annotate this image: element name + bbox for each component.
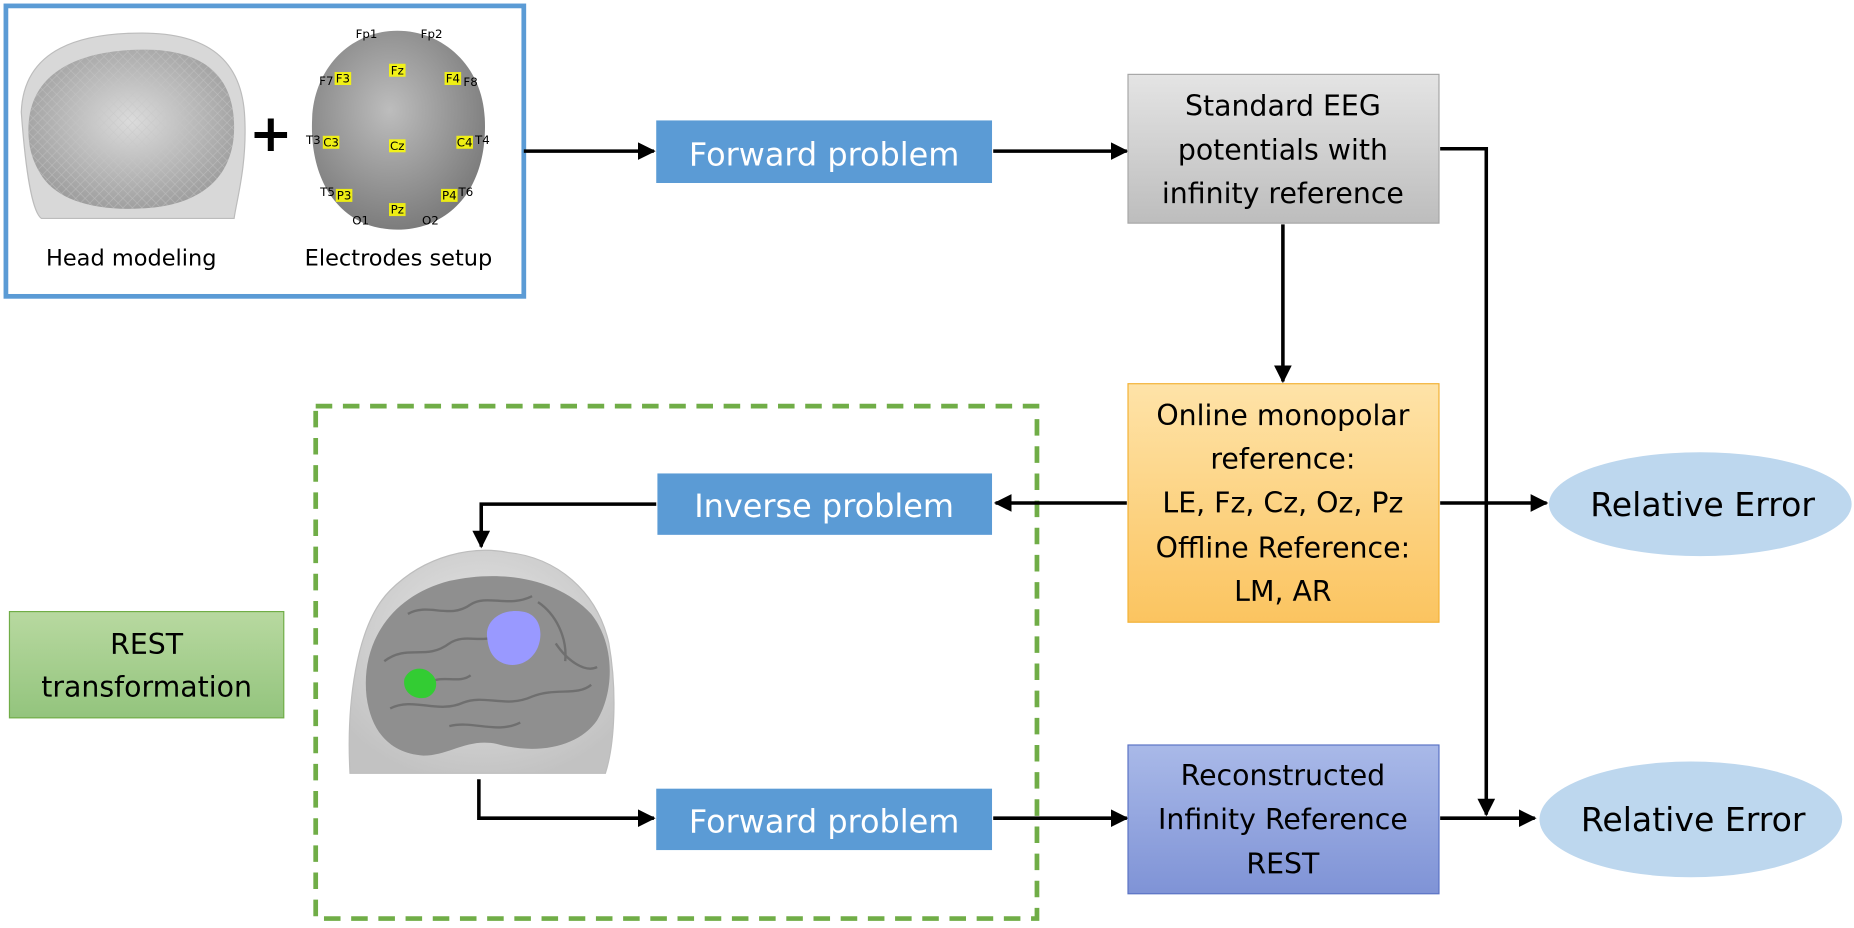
electrode-label-t3: T3 (305, 133, 321, 147)
relative-error-top-ellipse: Relative Error (1548, 452, 1852, 557)
online-ref-line-5: LM, AR (1234, 575, 1331, 608)
forward-problem-top-label: Forward problem (689, 135, 960, 173)
electrode-label-f3: F3 (336, 72, 350, 86)
electrode-label-t6: T6 (457, 185, 473, 199)
online-ref-line-4: Offline Reference: (1156, 531, 1410, 564)
electrode-label-o2: O2 (422, 213, 439, 227)
electrode-label-p3: P3 (337, 189, 352, 203)
electrodes-setup-caption: Electrodes setup (305, 246, 493, 272)
standard-eeg-line-1: Standard EEG (1185, 90, 1381, 123)
electrode-label-f8: F8 (463, 75, 477, 89)
electrode-label-c3: C3 (323, 135, 339, 149)
forward-problem-bottom-label: Forward problem (689, 802, 960, 840)
electrode-marker-p3 (335, 188, 353, 202)
electrode-label-fp1: Fp1 (356, 27, 378, 41)
electrode-marker-c3 (322, 135, 340, 149)
online-ref-line-1: Online monopolar (1156, 399, 1409, 432)
electrode-label-p4: P4 (442, 189, 457, 203)
electrode-marker-fz (389, 63, 406, 77)
electrode-label-f7: F7 (319, 74, 333, 88)
reconstructed-line-1: Reconstructed (1181, 759, 1386, 792)
head-model-image (20, 32, 246, 220)
electrode-label-fp2: Fp2 (421, 27, 443, 41)
arrow-standard-to-bottom-error (1440, 146, 1496, 817)
electrode-marker-f3 (334, 72, 352, 86)
connectors (472, 142, 1549, 828)
forward-problem-top-box: Forward problem (656, 120, 993, 184)
electrode-marker-cz (389, 139, 406, 153)
brain-model-image (348, 549, 615, 774)
plus-sign: + (249, 104, 293, 164)
inverse-problem-box: Inverse problem (657, 473, 993, 535)
online-reference-box: Online monopolar reference: LE, Fz, Cz, … (1127, 383, 1440, 623)
reconstructed-rest-box: Reconstructed Infinity Reference REST (1127, 744, 1440, 895)
standard-eeg-box: Standard EEG potentials with infinity re… (1127, 73, 1440, 224)
electrode-marker-p4 (441, 188, 458, 202)
electrode-label-o1: O1 (352, 213, 369, 227)
online-ref-line-2: reference: (1210, 443, 1355, 476)
arrow-brain-to-forward (477, 779, 656, 828)
head-modeling-caption: Head modeling (46, 246, 217, 272)
arrow-inverse-to-brain (472, 502, 657, 549)
reconstructed-line-2: Infinity Reference (1158, 803, 1408, 836)
rest-transformation-line-1: REST (110, 628, 184, 661)
electrode-label-f4: F4 (446, 72, 460, 86)
rest-transformation-line-2: transformation (41, 671, 252, 704)
rest-transformation-box: REST transformation (8, 610, 285, 719)
relative-error-top-label: Relative Error (1590, 485, 1815, 524)
reconstructed-line-3: REST (1246, 848, 1320, 881)
electrode-label-cz: Cz (390, 139, 404, 153)
electrode-marker-c4 (456, 135, 473, 149)
electrode-marker-pz (389, 203, 406, 217)
electrode-label-t5: T5 (319, 185, 335, 199)
electrode-label-pz: Pz (391, 203, 404, 217)
standard-eeg-line-2: potentials with (1178, 133, 1388, 166)
forward-problem-bottom-box: Forward problem (656, 788, 993, 851)
relative-error-bottom-ellipse: Relative Error (1539, 761, 1843, 878)
relative-error-bottom-label: Relative Error (1581, 800, 1806, 839)
electrode-marker-f4 (444, 72, 462, 86)
rest-region-dashed-box (313, 403, 1040, 921)
electrode-label-fz: Fz (391, 63, 404, 77)
brain-blue-region (486, 610, 541, 665)
electrode-label-c4: C4 (457, 135, 473, 149)
inverse-problem-label: Inverse problem (694, 487, 954, 525)
electrode-label-t4: T4 (474, 133, 490, 147)
brain-green-region (404, 668, 437, 699)
standard-eeg-line-3: infinity reference (1162, 177, 1404, 210)
online-ref-line-3: LE, Fz, Cz, Oz, Pz (1162, 486, 1403, 519)
